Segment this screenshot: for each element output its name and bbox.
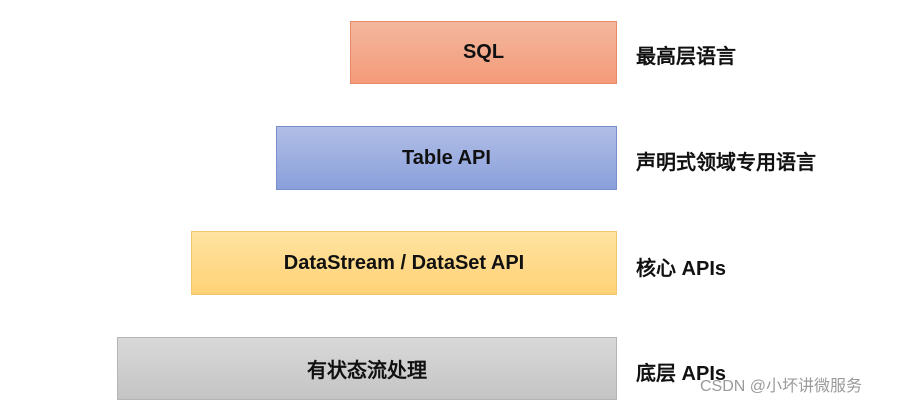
table-api-layer-box: Table API [276, 126, 617, 190]
datastream-api-layer-box: DataStream / DataSet API [191, 231, 617, 295]
csdn-watermark: CSDN @小坏讲微服务 [700, 378, 863, 395]
table-api-layer-description: 声明式领域专用语言 [636, 152, 816, 174]
table-api-layer-label: Table API [402, 146, 491, 169]
sql-layer-box: SQL [350, 21, 617, 84]
stateful-stream-processing-layer-box: 有状态流处理 [117, 337, 617, 400]
sql-layer-label: SQL [462, 41, 505, 63]
stateful-stream-processing-layer-description: 底层 APIs [636, 363, 727, 385]
datastream-api-layer-description: 核心 APIs [636, 258, 727, 280]
sql-layer-description: 最高层语言 [636, 46, 736, 68]
stateful-stream-processing-layer-label: 有状态流处理 [307, 360, 427, 382]
datastream-api-layer-label: DataStream / DataSet API [283, 251, 525, 274]
